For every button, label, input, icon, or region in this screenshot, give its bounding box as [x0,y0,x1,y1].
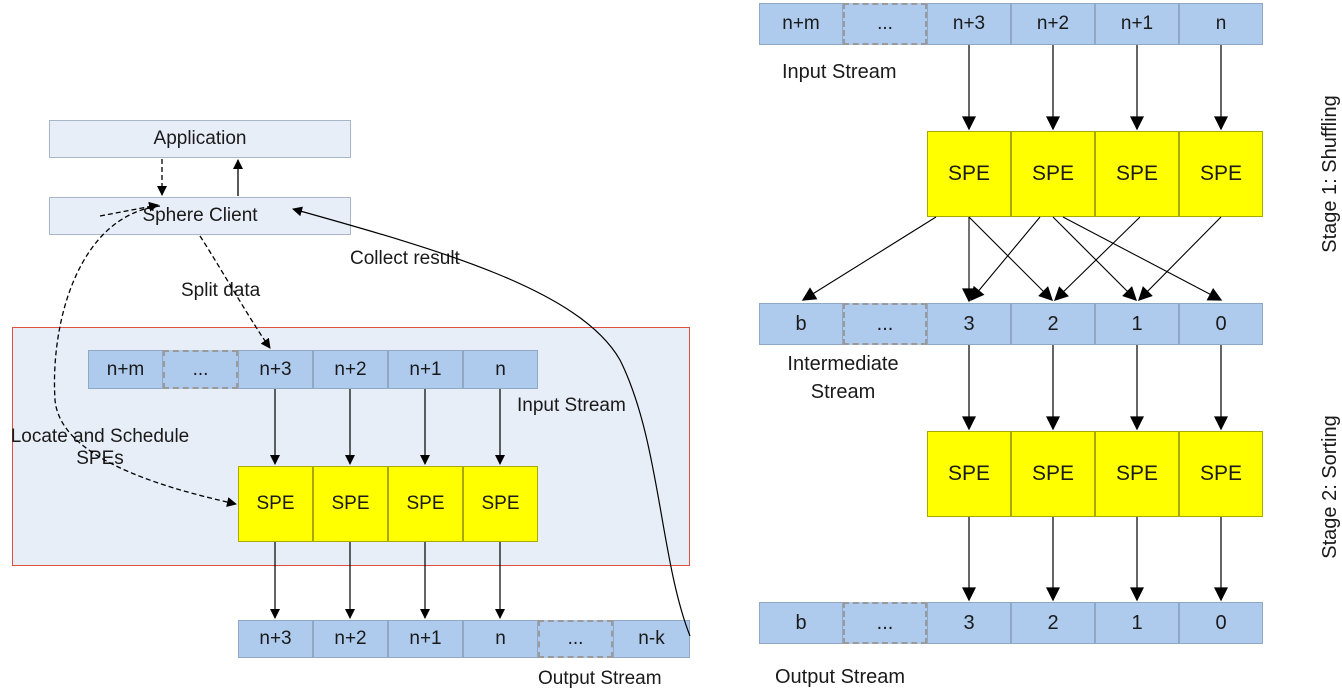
intermediate-cell: b [759,303,843,345]
stage2-spe: SPE [1179,431,1263,517]
left-output-cell: n [463,620,538,658]
right-output-cell: 2 [1011,602,1095,644]
shuffle-arrow [1062,216,1223,301]
stage2-spe: SPE [1095,431,1179,517]
intermediate-cell: ... [843,303,927,345]
collect-result-label: Collect result [350,248,460,269]
right-output-cell: 3 [927,602,1011,644]
intermediate-stream-label: Intermediate Stream [787,353,899,403]
stage1-spe: SPE [927,131,1011,217]
left-input-stream-label: Input Stream [517,395,626,416]
right-input-cell: n+2 [1011,3,1095,45]
shuffle-arrow [970,216,1041,302]
right-input-stream-label: Input Stream [782,61,897,83]
stage2-spe: SPE [1011,431,1095,517]
left-input-cell: ... [163,350,238,389]
shuffle-arrow [968,216,1053,301]
intermediate-cell: 2 [1011,303,1095,345]
right-input-cell: n [1179,3,1263,45]
split-data-label: Split data [181,280,261,301]
shuffle-arrow [1138,216,1222,301]
left-input-cell: n+m [88,350,163,389]
left-spe: SPE [388,466,463,542]
locate-schedule-arrow-head [99,201,159,217]
left-output-cell: n+2 [313,620,388,658]
right-output-stream-label: Output Stream [775,666,906,688]
locate-schedule-arrow [53,205,237,507]
stage1-spe: SPE [1095,131,1179,217]
intermediate-cell: 0 [1179,303,1263,345]
left-spe: SPE [238,466,313,542]
left-input-cell: n+1 [388,350,463,389]
left-output-stream-label: Output Stream [538,668,662,689]
stage2-spe: SPE [927,431,1011,517]
collect-result-arrow [292,206,691,637]
stage1-spe: SPE [1179,131,1263,217]
split-data-arrow [199,235,271,349]
intermediate-cell: 1 [1095,303,1179,345]
left-spe: SPE [463,466,538,542]
right-output-cell: ... [843,602,927,644]
right-input-cell: ... [843,3,927,45]
left-input-cell: n [463,350,538,389]
shuffle-arrow [801,216,937,301]
right-output-cell: 1 [1095,602,1179,644]
right-input-cell: n+1 [1095,3,1179,45]
application-box: Application [49,120,351,158]
left-spe: SPE [313,466,388,542]
left-output-cell: ... [538,620,613,658]
left-output-cell: n-k [613,620,690,658]
left-input-cell: n+2 [313,350,388,389]
right-input-cell: n+m [759,3,843,45]
stage1-spe: SPE [1011,131,1095,217]
left-output-cell: n+3 [238,620,313,658]
right-output-cell: b [759,602,843,644]
left-output-cell: n+1 [388,620,463,658]
intermediate-cell: 3 [927,303,1011,345]
right-output-cell: 0 [1179,602,1263,644]
shuffle-arrow [1052,216,1137,301]
shuffle-arrow [1053,216,1141,301]
left-input-cell: n+3 [238,350,313,389]
right-input-cell: n+3 [927,3,1011,45]
